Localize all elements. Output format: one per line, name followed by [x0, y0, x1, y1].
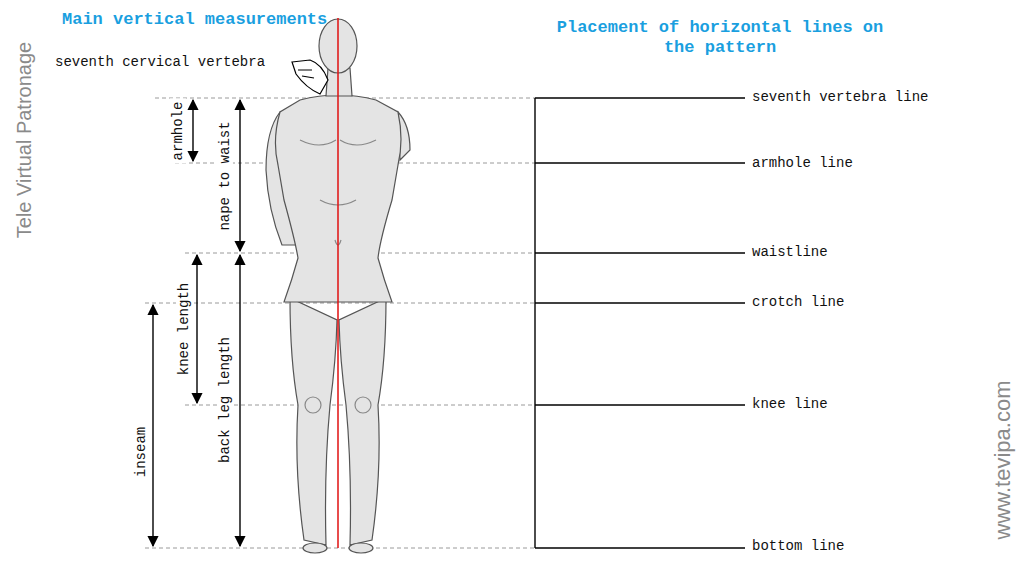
watermark: Tele Virtual Patronage	[13, 42, 36, 238]
pattern-line-label: seventh vertebra line	[752, 89, 928, 105]
center-line	[337, 18, 339, 548]
measurement-label: back leg length	[217, 334, 233, 466]
measurement-label: armhole	[170, 99, 186, 164]
pattern-line-label: knee line	[752, 396, 828, 412]
pattern-lines	[535, 98, 745, 548]
measurement-label: knee length	[176, 280, 192, 378]
pattern-line-label: crotch line	[752, 294, 844, 310]
pattern-line-label: waistline	[752, 244, 828, 260]
anatomy-label: seventh cervical vertebra	[55, 54, 265, 70]
watermark: www.tevipa.com	[990, 381, 1015, 540]
pattern-line-label: armhole line	[752, 155, 853, 171]
measurement-label: inseam	[133, 424, 149, 480]
pattern-line-label: bottom line	[752, 538, 844, 554]
section-title: Placement of horizontal lines on the pat…	[550, 18, 890, 57]
section-title: Main vertical measurements	[62, 10, 327, 30]
measurement-label: nape to waist	[217, 118, 233, 233]
measurement-arrows	[153, 100, 240, 546]
human-figure	[266, 19, 410, 553]
pointing-hand	[292, 60, 328, 94]
